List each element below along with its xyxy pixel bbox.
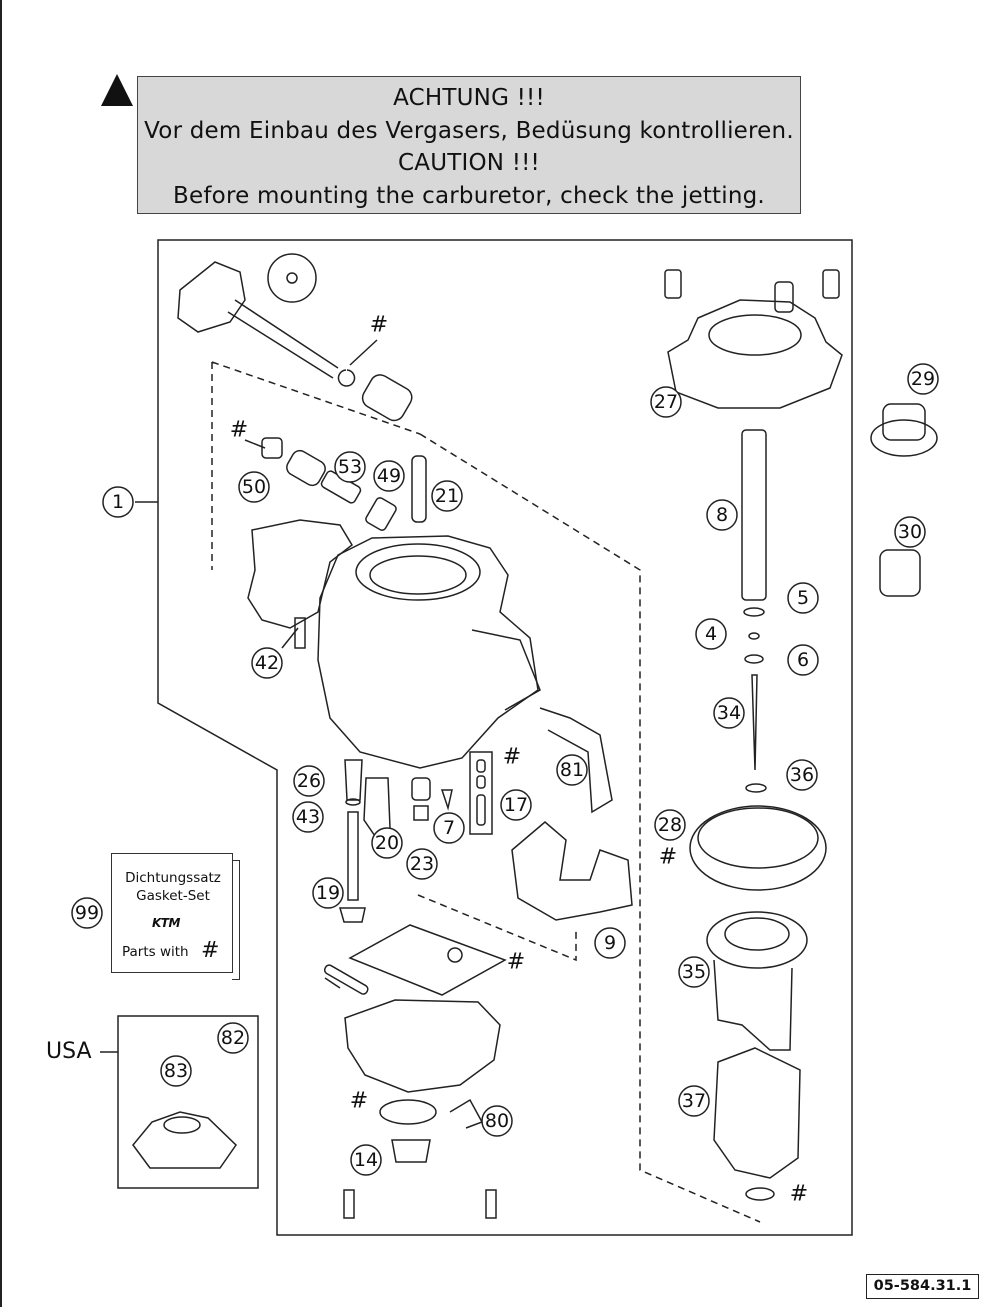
callout-4-label: 4 (705, 623, 717, 645)
gasket-set-title-en: Gasket-Set (136, 888, 210, 904)
callout-50-label: 50 (242, 476, 266, 498)
hash-marker: # (659, 845, 677, 870)
gasket-box-side (232, 860, 240, 980)
caution-line-2: Vor dem Einbau des Vergasers, Bedüsung k… (144, 117, 794, 144)
caution-line-3: CAUTION !!! (398, 150, 540, 176)
assembly-outline (157, 239, 853, 1236)
hash-marker: # (507, 950, 525, 975)
hash-marker: # (350, 1089, 368, 1114)
callout-7 (433, 812, 465, 844)
top-cap (667, 299, 843, 409)
callout-4 (695, 618, 727, 650)
callout-1 (102, 486, 134, 518)
callout-53 (334, 451, 366, 483)
ktm-logo: KTM (152, 916, 180, 930)
callout-81-label: 81 (560, 759, 584, 781)
callout-1-label: 1 (112, 491, 124, 513)
callout-9-label: 9 (604, 932, 616, 954)
callout-30 (894, 516, 926, 548)
callout-34-label: 34 (717, 702, 741, 724)
page-border (0, 0, 2, 1307)
callout-49-label: 49 (377, 465, 401, 487)
usa-parts-box (117, 1015, 259, 1189)
callout-20 (371, 827, 403, 859)
spring (741, 429, 767, 601)
callout-30-label: 30 (898, 521, 922, 543)
callout-50 (238, 471, 270, 503)
callout-29-label: 29 (911, 368, 935, 390)
hash-marker: # (503, 745, 521, 770)
throttle-lever (177, 261, 246, 333)
callout-7-label: 7 (443, 817, 455, 839)
callout-27 (650, 386, 682, 418)
callout-35 (678, 956, 710, 988)
callout-80-label: 80 (485, 1110, 509, 1132)
callout-5-label: 5 (797, 587, 809, 609)
callout-20-label: 20 (375, 832, 399, 854)
callout-23 (406, 848, 438, 880)
callout-21-label: 21 (435, 485, 459, 507)
callout-81 (556, 754, 588, 786)
callout-5 (787, 582, 819, 614)
callout-21 (431, 480, 463, 512)
float-bowl (344, 999, 501, 1093)
callout-37 (678, 1085, 710, 1117)
callout-26 (293, 765, 325, 797)
warning-triangle-icon (101, 74, 133, 106)
callout-42 (251, 647, 283, 679)
gasket-set-hash: # (201, 938, 220, 963)
callout-19-label: 19 (316, 882, 340, 904)
callout-37-label: 37 (682, 1090, 706, 1112)
gasket-set-box: Dichtungssatz Gasket-Set KTM Parts with … (111, 853, 240, 980)
callout-6-label: 6 (797, 649, 809, 671)
callout-35-label: 35 (682, 961, 706, 983)
document-code: 05-584.31.1 (866, 1274, 979, 1299)
callout-8 (706, 499, 738, 531)
callout-82 (217, 1022, 249, 1054)
callout-8-label: 8 (716, 504, 728, 526)
callout-19 (312, 877, 344, 909)
callout-83-label: 83 (164, 1060, 188, 1082)
callout-99-label: 99 (75, 902, 99, 924)
callout-36 (786, 759, 818, 791)
callout-43 (292, 801, 324, 833)
callout-23-label: 23 (410, 853, 434, 875)
caution-notice: ACHTUNG !!! Vor dem Einbau des Vergasers… (137, 76, 801, 214)
callout-28 (654, 809, 686, 841)
caution-line-4: Before mounting the carburetor, check th… (173, 182, 765, 209)
carburetor-body (317, 535, 539, 769)
callout-14 (350, 1144, 382, 1176)
callout-36-label: 36 (790, 764, 814, 786)
callout-34 (713, 697, 745, 729)
hash-marker: # (370, 313, 388, 338)
callout-53-label: 53 (338, 456, 362, 478)
usa-label: USA (46, 1039, 92, 1064)
callout-6 (787, 644, 819, 676)
hash-marker: # (230, 418, 248, 443)
gasket-set-parts-with: Parts with (122, 944, 189, 960)
callout-43-label: 43 (296, 806, 320, 828)
body-dashed-outline (211, 361, 761, 1223)
callout-17-label: 17 (504, 794, 528, 816)
callout-42-label: 42 (255, 652, 279, 674)
diaphragm (689, 805, 827, 891)
callout-80 (481, 1105, 513, 1137)
callout-99 (71, 897, 103, 929)
callout-14-label: 14 (354, 1149, 378, 1171)
caution-line-1: ACHTUNG !!! (393, 85, 545, 111)
callout-26-label: 26 (297, 770, 321, 792)
callout-82-label: 82 (221, 1027, 245, 1049)
slide (706, 911, 808, 969)
hash-marker: # (790, 1182, 808, 1207)
callout-83 (160, 1055, 192, 1087)
callout-9 (594, 927, 626, 959)
callout-28-label: 28 (658, 814, 682, 836)
gasket-set-title-de: Dichtungssatz (125, 870, 221, 886)
callout-17 (500, 789, 532, 821)
callout-49 (373, 460, 405, 492)
callout-27-label: 27 (654, 391, 678, 413)
callout-29 (907, 363, 939, 395)
